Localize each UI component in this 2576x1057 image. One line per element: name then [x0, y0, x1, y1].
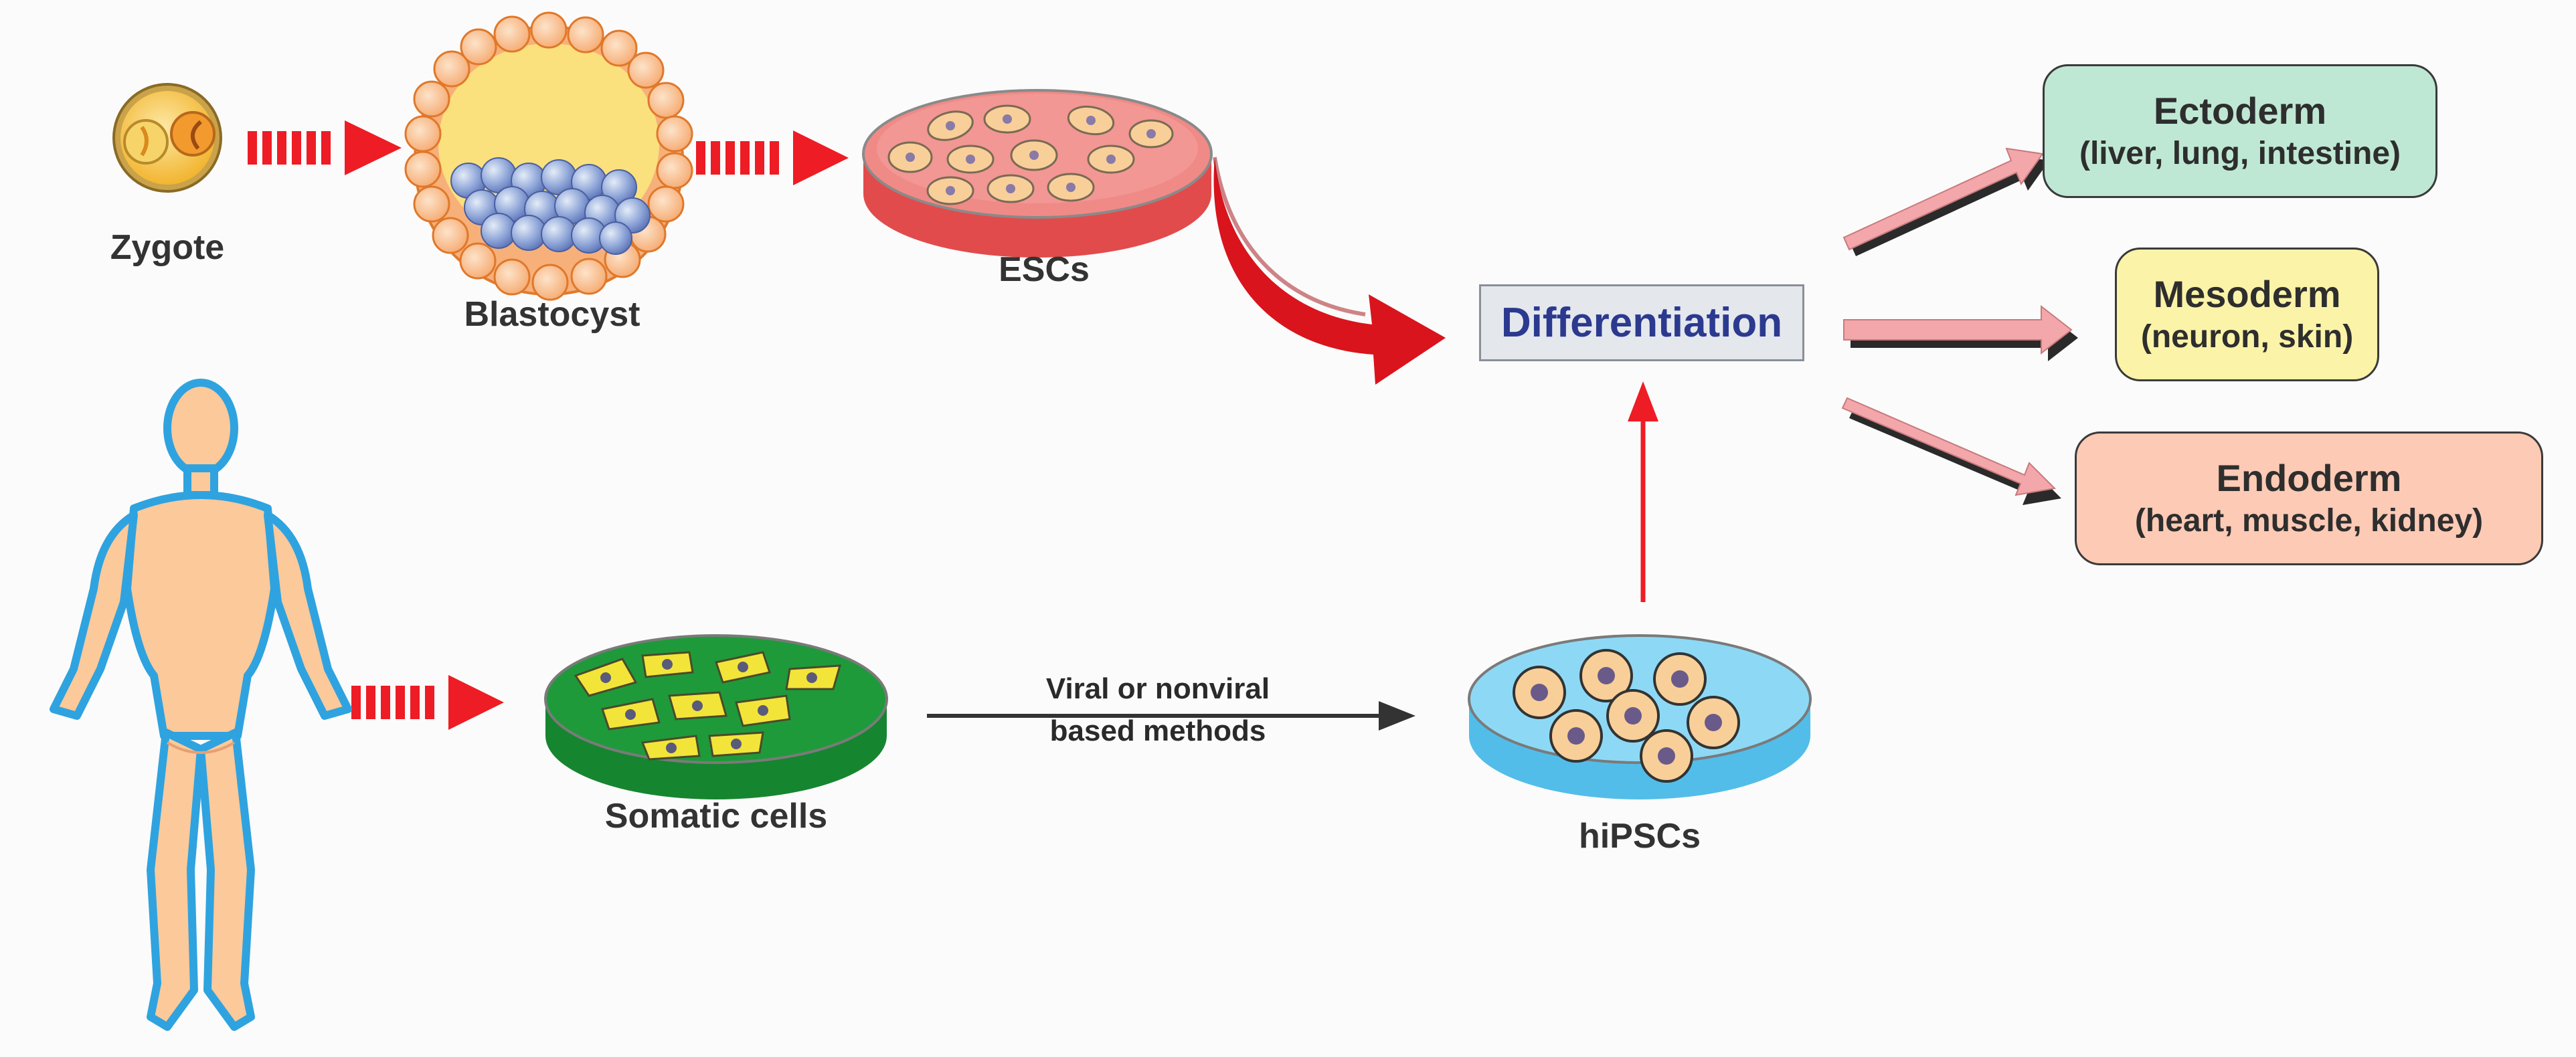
blastocyst-icon: [404, 11, 693, 301]
mesoderm-box: Mesoderm (neuron, skin): [2115, 248, 2379, 381]
arrow-hipscs-differentiation: [1628, 381, 1658, 602]
zygote-icon: [112, 83, 222, 193]
dashed-arrow-body-somatic: [351, 675, 504, 730]
somatic-dish-icon: [544, 634, 888, 799]
differentiation-label: Differentiation: [1500, 300, 1783, 346]
curved-arrow-escs-differentiation: [1213, 157, 1446, 385]
method-arrow: [927, 701, 1415, 731]
differentiation-box: Differentiation: [1479, 284, 1804, 361]
method-label-line1: Viral or nonviral: [1045, 672, 1270, 705]
endoderm-box: Endoderm (heart, muscle, kidney): [2075, 431, 2543, 565]
hipscs-label: hiPSCs: [1578, 817, 1701, 856]
endoderm-examples: (heart, muscle, kidney): [2134, 503, 2484, 539]
escs-label: ESCs: [999, 250, 1090, 289]
arrow-to-ectoderm: [1842, 147, 2049, 256]
dashed-arrow-zygote-blastocyst: [248, 120, 402, 175]
esc-dish-icon: [862, 89, 1213, 258]
ectoderm-name: Ectoderm: [2153, 90, 2327, 132]
blastocyst-label: Blastocyst: [464, 295, 640, 334]
ectoderm-examples: (liver, lung, intestine): [2079, 136, 2401, 171]
method-label-line2: based methods: [1049, 714, 1266, 747]
inner-cell-mass: [450, 157, 651, 255]
ectoderm-box: Ectoderm (liver, lung, intestine): [2043, 64, 2437, 198]
arrow-to-endoderm: [1841, 397, 2061, 505]
mesoderm-name: Mesoderm: [2153, 273, 2341, 315]
human-body-icon: [50, 379, 352, 1031]
arrow-to-mesoderm: [1843, 304, 2078, 361]
endoderm-name: Endoderm: [2216, 457, 2402, 499]
somatic-cells-label: Somatic cells: [604, 797, 828, 836]
dashed-arrow-blastocyst-escs: [696, 130, 849, 185]
zygote-label: Zygote: [110, 228, 225, 267]
hipsc-dish-icon: [1468, 634, 1812, 799]
mesoderm-examples: (neuron, skin): [2140, 319, 2354, 355]
